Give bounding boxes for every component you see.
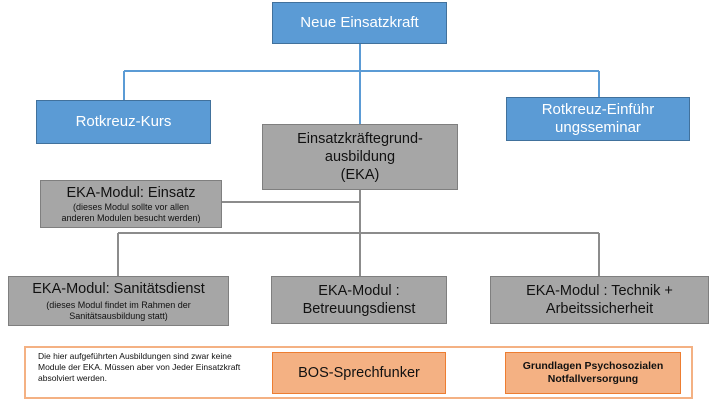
node-eka-modul-betreuungsdienst: EKA-Modul : Betreuungsdienst bbox=[271, 276, 447, 324]
node-psnv: Grundlagen Psychosozialen Notfallversorg… bbox=[505, 352, 681, 394]
legend-text-line-1: Die hier aufgeführten Ausbildungen sind … bbox=[38, 351, 232, 361]
legend-text-line-2: Module der EKA. Müssen aber von Jeder Ei… bbox=[38, 362, 241, 372]
node-label-line-2: ausbildung bbox=[324, 149, 396, 165]
legend-text-line-3: absolviert werden. bbox=[38, 373, 107, 383]
node-label-line-1: EKA-Modul : Technik + bbox=[526, 283, 673, 299]
node-label: Rotkreuz-Einführungsseminar bbox=[541, 101, 655, 136]
node-label-line-1: Grundlagen Psychosozialen bbox=[522, 360, 664, 372]
node-neue-einsatzkraft: Neue Einsatzkraft bbox=[272, 2, 447, 44]
node-rotkreuz-kurs: Rotkreuz-Kurs bbox=[36, 100, 211, 144]
node-label-line-1: EKA-Modul : bbox=[318, 283, 400, 299]
node-bos-sprechfunker: BOS-Sprechfunker bbox=[272, 352, 446, 394]
node-label: Rotkreuz-Kurs bbox=[75, 113, 172, 130]
node-note-line-1: (dieses Modul findet im Rahmen der bbox=[46, 300, 191, 310]
node-eka-modul-sanitaetsdienst: EKA-Modul: Sanitätsdienst (dieses Modul … bbox=[8, 276, 229, 326]
node-eka-modul-technik: EKA-Modul : Technik + Arbeitssicherheit bbox=[490, 276, 709, 324]
node-eka: Einsatzkräftegrund- ausbildung (EKA) bbox=[262, 124, 458, 190]
legend-text: Die hier aufgeführten Ausbildungen sind … bbox=[38, 351, 270, 384]
node-title: EKA-Modul: Einsatz bbox=[66, 185, 196, 201]
node-einfuehrungsseminar: Rotkreuz-Einführungsseminar bbox=[506, 97, 690, 141]
node-label-line-2: Notfallversorgung bbox=[547, 373, 639, 385]
node-title: EKA-Modul: Sanitätsdienst bbox=[32, 281, 205, 297]
node-label-line-2: Arbeitssicherheit bbox=[545, 301, 654, 317]
node-label: Neue Einsatzkraft bbox=[300, 14, 419, 31]
node-label-line-3: (EKA) bbox=[340, 167, 380, 183]
node-label-line-1: Einsatzkräftegrund- bbox=[297, 131, 423, 147]
node-note-line-2: anderen Modulen besucht werden) bbox=[61, 213, 201, 223]
node-eka-modul-einsatz: EKA-Modul: Einsatz (dieses Modul sollte … bbox=[40, 180, 222, 228]
node-note-line-1: (dieses Modul sollte vor allen bbox=[72, 202, 190, 212]
node-label-line-2: Betreuungsdienst bbox=[302, 301, 416, 317]
node-note-line-2: Sanitätsausbildung statt) bbox=[69, 311, 168, 321]
node-label: BOS-Sprechfunker bbox=[298, 365, 420, 381]
